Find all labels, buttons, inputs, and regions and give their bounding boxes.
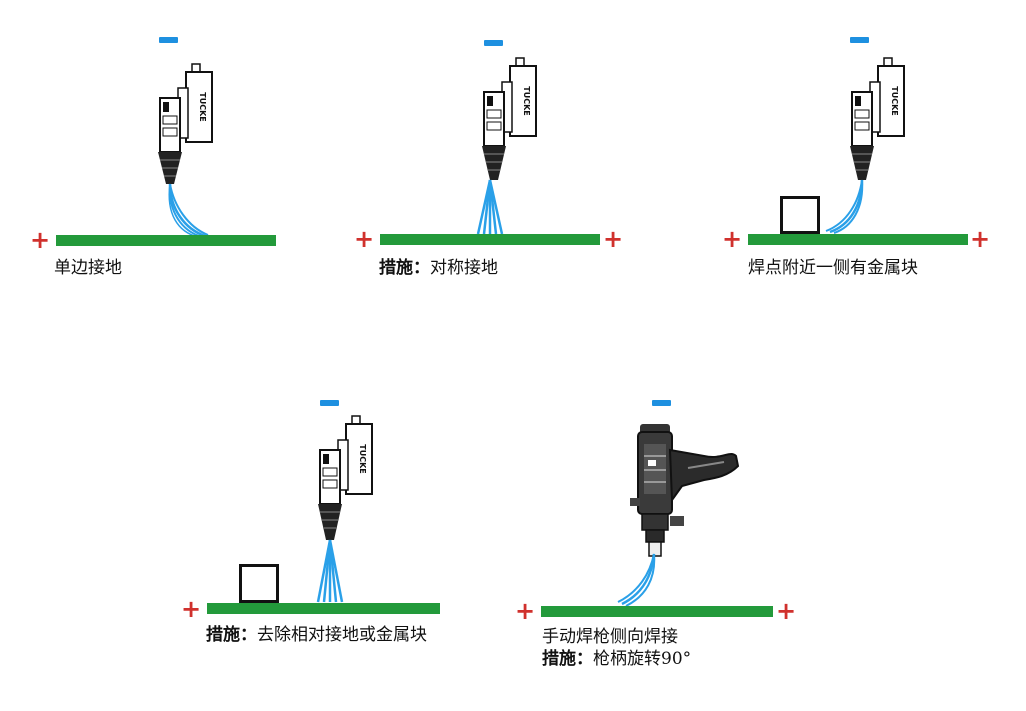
plus-sign-5a: + — [515, 597, 536, 625]
caption-2-label: 措施 — [379, 258, 413, 278]
caption-5-line2: 措施：枪柄旋转90° — [542, 648, 691, 670]
handheld-welding-gun-icon — [630, 424, 740, 557]
minus-sign-3 — [850, 37, 869, 43]
caption-3-text: 焊点附近一侧有金属块 — [748, 258, 918, 278]
plus-sign-4: + — [181, 595, 202, 623]
caption-2: 措施：对称接地 — [379, 257, 498, 279]
robot-welding-torch-icon-4: TUCKE — [318, 415, 373, 540]
caption-4-label: 措施 — [206, 625, 240, 645]
svg-text:TUCKE: TUCKE — [358, 444, 367, 474]
plus-sign-2a: + — [354, 225, 375, 253]
caption-2-separator: ： — [413, 258, 430, 278]
caption-5-line1: 手动焊枪侧向焊接 — [542, 627, 678, 647]
plus-sign-5b: + — [776, 597, 797, 625]
welding-arc-4 — [316, 539, 344, 603]
minus-sign-1 — [159, 37, 178, 43]
robot-welding-torch-icon-1: TUCKE — [158, 63, 213, 184]
caption-3: 焊点附近一侧有金属块 — [748, 257, 918, 279]
caption-2-text: 对称接地 — [430, 258, 498, 278]
plus-sign-3a: + — [722, 225, 743, 253]
caption-4-text: 去除相对接地或金属块 — [257, 625, 427, 645]
minus-sign-2 — [484, 40, 503, 46]
welding-arc-1 — [168, 183, 209, 238]
caption-4-separator: ： — [240, 625, 257, 645]
metal-block-icon-4 — [239, 564, 279, 603]
plus-sign-3b: + — [970, 225, 991, 253]
welding-arc-2 — [476, 179, 504, 235]
caption-5-text: 枪柄旋转90° — [593, 649, 692, 669]
metal-block-icon-3 — [780, 196, 820, 234]
ground-bar-4 — [207, 603, 440, 614]
ground-bar-5 — [541, 606, 773, 617]
welding-arc-3 — [825, 179, 864, 234]
plus-sign-1: + — [30, 226, 51, 254]
minus-sign-5 — [652, 400, 671, 406]
robot-welding-torch-icon-3: TUCKE — [850, 57, 905, 180]
plus-sign-2b: + — [603, 225, 624, 253]
svg-text:TUCKE: TUCKE — [522, 86, 531, 116]
robot-welding-torch-icon-2: TUCKE — [482, 57, 537, 180]
minus-sign-4 — [320, 400, 339, 406]
caption-1: 单边接地 — [54, 257, 122, 279]
caption-1-text: 单边接地 — [54, 258, 122, 278]
caption-4: 措施：去除相对接地或金属块 — [206, 624, 427, 646]
ground-bar-3 — [748, 234, 968, 245]
caption-5: 手动焊枪侧向焊接 措施：枪柄旋转90° — [542, 626, 691, 670]
ground-bar-1 — [56, 235, 276, 246]
welding-arc-5 — [617, 553, 656, 607]
ground-bar-2 — [380, 234, 600, 245]
caption-5-label: 措施 — [542, 649, 576, 669]
svg-text:TUCKE: TUCKE — [890, 86, 899, 116]
svg-text:TUCKE: TUCKE — [198, 92, 207, 122]
caption-5-separator: ： — [576, 649, 593, 669]
